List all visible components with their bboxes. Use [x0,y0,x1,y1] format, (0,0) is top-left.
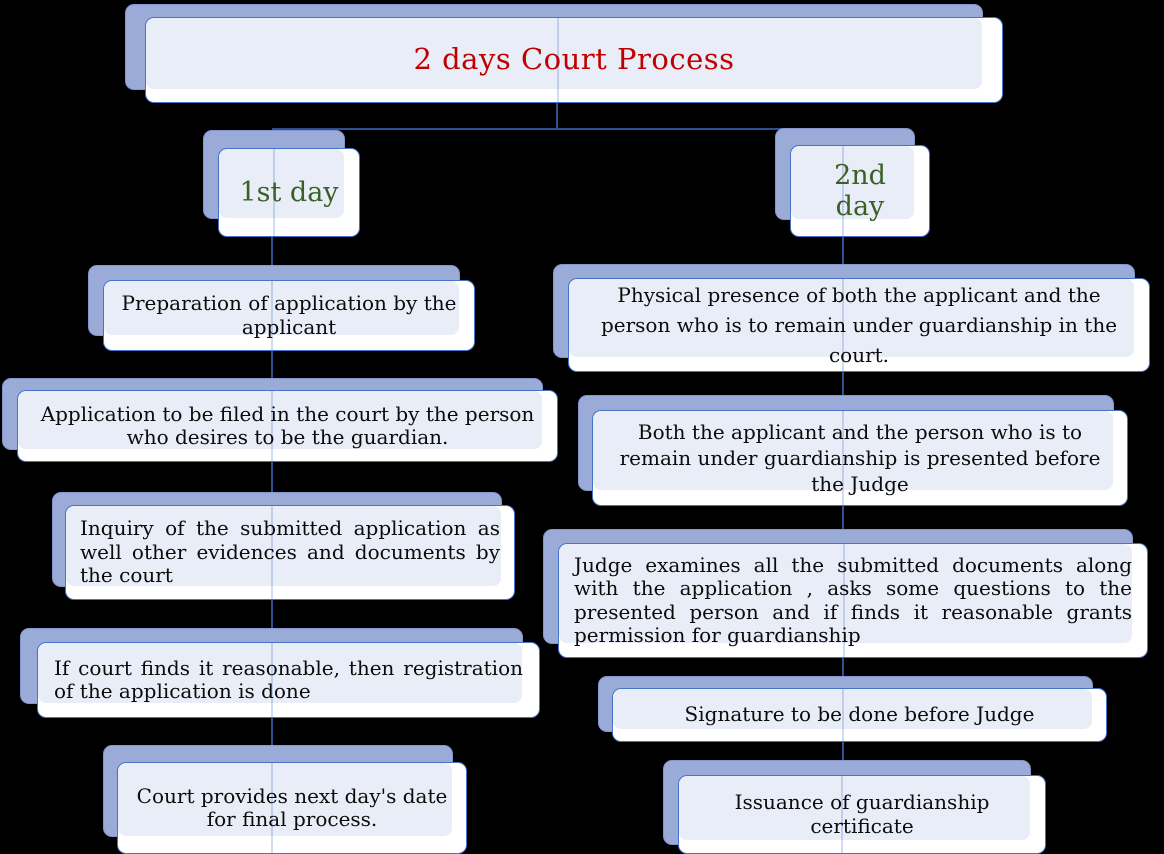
left-step3-tint [66,506,501,586]
left-step2: Application to be filed in the court by … [17,390,558,462]
right-step1: Physical presence of both the applicant … [568,278,1150,372]
title-node-thru-line [557,18,559,102]
left-step4-tint [38,643,522,703]
right-step4-tint [613,689,1092,729]
right-step4: Signature to be done before Judge [612,688,1107,742]
right-step3-tint [559,544,1132,643]
left-step5-thru-line [271,763,273,853]
left-step1: Preparation of application by the applic… [103,280,475,351]
right-step2: Both the applicant and the person who is… [592,410,1128,506]
left-step3-text: Inquiry of the submitted application as … [80,516,500,588]
right-step5-thru-line [841,776,843,853]
right-step2-tint [593,411,1113,490]
right-step3-text: Judge examines all the submitted documen… [574,552,1132,647]
left-step5-text: Court provides next day's date for final… [136,783,448,831]
right-step1-text: Physical presence of both the applicant … [600,283,1118,367]
right-step5-text: Issuance of guardianship certificate [734,790,990,838]
connector-horizontal [272,128,843,130]
day1-node: 1st day [218,148,360,237]
day2-node-tint [791,146,914,219]
right-step3-thru-line [843,544,845,657]
right-step4-text: Signature to be done before Judge [684,702,1035,727]
day2-node-thru-line [842,146,844,236]
left-step2-tint [18,391,542,449]
day2-label: 2nd day [834,159,886,222]
right-step3: Judge examines all the submitted documen… [558,543,1148,658]
left-step3-thru-line [271,506,273,599]
left-step2-thru-line [271,391,273,461]
left-step1-tint [104,281,459,335]
right-step4-thru-line [842,689,844,741]
left-step1-thru-line [271,281,273,350]
title-text: 2 days Court Process [413,42,735,77]
left-step3: Inquiry of the submitted application as … [65,505,515,600]
connector-right-chain [842,237,844,777]
left-step4-thru-line [271,643,273,717]
connector-title-stem [556,103,558,130]
left-step4: If court finds it reasonable, then regis… [37,642,540,718]
day1-label: 1st day [239,176,339,208]
title-node-tint [146,18,982,89]
left-step1-text: Preparation of application by the applic… [121,291,457,339]
right-step2-text: Both the applicant and the person who is… [619,420,1101,496]
left-step4-text: If court finds it reasonable, then regis… [54,655,523,703]
left-step2-text: Application to be filed in the court by … [40,401,535,449]
right-step2-thru-line [842,411,844,505]
left-step5: Court provides next day's date for final… [117,762,467,854]
right-step5: Issuance of guardianship certificate [678,775,1046,854]
right-step1-thru-line [842,279,844,371]
right-step1-tint [569,279,1134,357]
left-step5-tint [118,763,452,836]
day1-node-thru-line [273,149,275,236]
day1-node-tint [219,149,344,218]
right-step5-tint [679,776,1030,840]
day2-node: 2nd day [790,145,930,237]
title-node: 2 days Court Process [145,17,1003,103]
